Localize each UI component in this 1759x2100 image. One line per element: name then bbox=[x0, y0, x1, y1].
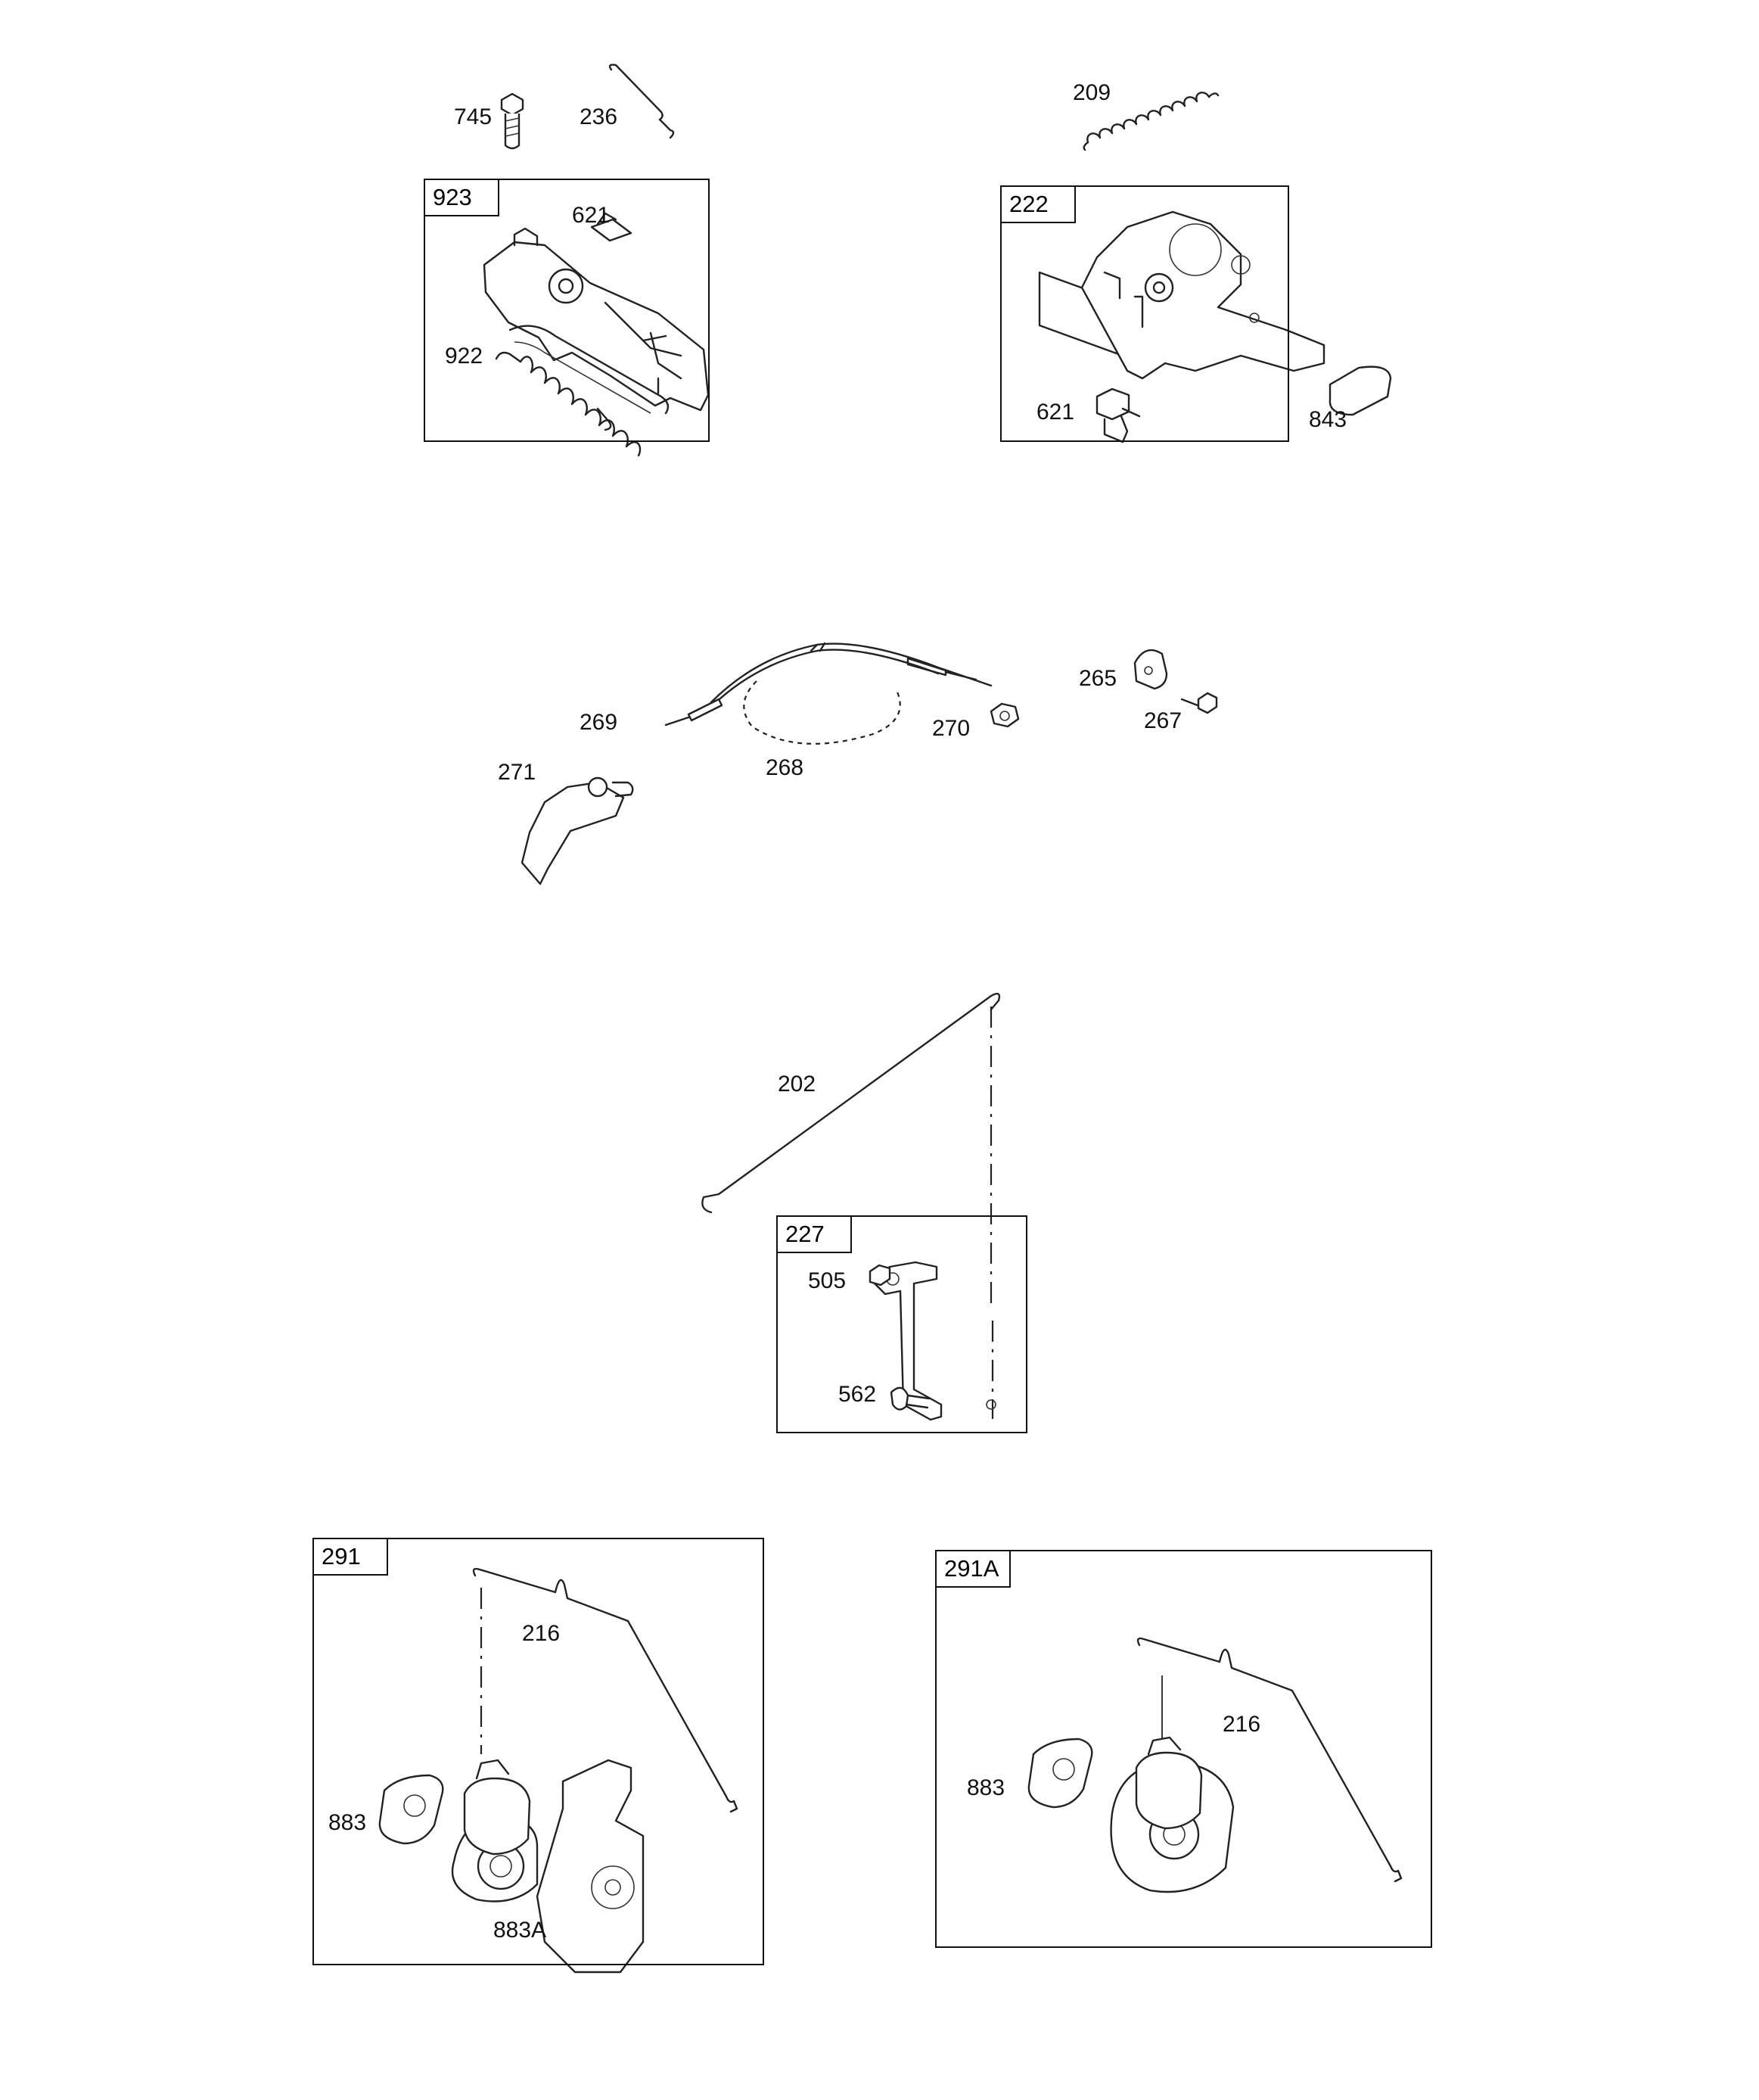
control-bracket-923-drawing bbox=[483, 212, 710, 415]
callout-269: 269 bbox=[580, 710, 618, 735]
callout-267: 267 bbox=[1144, 708, 1183, 733]
nut-270-drawing bbox=[990, 702, 1020, 728]
governor-rod-216b-drawing bbox=[1136, 1637, 1403, 1883]
kit-tag-291: 291 bbox=[312, 1538, 388, 1576]
kit-box-227 bbox=[776, 1215, 1027, 1433]
callout-621-kit923: 621 bbox=[572, 203, 611, 228]
callout-843: 843 bbox=[1309, 407, 1347, 432]
kit-box-923 bbox=[424, 179, 710, 442]
pad-843-drawing bbox=[1329, 366, 1392, 416]
screw-562-drawing bbox=[890, 1386, 931, 1411]
cable-268-drawing bbox=[664, 642, 993, 745]
spring-209-drawing bbox=[1083, 92, 1220, 151]
screw-267-drawing bbox=[1180, 692, 1218, 714]
callout-268: 268 bbox=[766, 755, 804, 780]
callout-621-kit222: 621 bbox=[1036, 400, 1075, 425]
callout-236: 236 bbox=[580, 104, 618, 129]
callout-883-kit291: 883 bbox=[328, 1810, 367, 1835]
governor-rod-216a-drawing bbox=[472, 1567, 738, 1813]
lever-271-drawing bbox=[521, 776, 634, 885]
callout-922: 922 bbox=[445, 344, 483, 369]
bolt-745-drawing bbox=[500, 92, 524, 150]
control-bracket-222-drawing bbox=[1038, 210, 1325, 380]
callout-270: 270 bbox=[932, 716, 971, 741]
link-236-drawing bbox=[608, 64, 675, 139]
callout-505: 505 bbox=[808, 1268, 847, 1293]
callout-216-kit291a: 216 bbox=[1223, 1712, 1261, 1737]
gasket-883b-drawing bbox=[1027, 1738, 1093, 1809]
clip-621b-drawing bbox=[1095, 387, 1141, 443]
carburetor-291a-drawing bbox=[1110, 1736, 1235, 1893]
clamp-265-drawing bbox=[1133, 649, 1168, 690]
callout-883A: 883A bbox=[493, 1918, 547, 1943]
callout-209: 209 bbox=[1073, 80, 1111, 105]
carburetor-291-drawing bbox=[451, 1759, 539, 1902]
nut-505-drawing bbox=[869, 1264, 891, 1286]
spring-922-drawing bbox=[495, 351, 642, 457]
kit-tag-222: 222 bbox=[1000, 185, 1076, 223]
callout-271: 271 bbox=[498, 760, 536, 785]
callout-562: 562 bbox=[838, 1382, 877, 1407]
kit-tag-923: 923 bbox=[424, 179, 499, 216]
plate-883A-drawing bbox=[536, 1759, 645, 1974]
kit-box-291a bbox=[935, 1550, 1432, 1948]
kit-box-222 bbox=[1000, 185, 1289, 442]
callout-745: 745 bbox=[454, 104, 493, 129]
kit-box-291 bbox=[312, 1538, 764, 1965]
callout-202: 202 bbox=[778, 1072, 816, 1097]
rod-202-drawing bbox=[701, 992, 1001, 1419]
callout-216-kit291: 216 bbox=[522, 1621, 561, 1646]
kit-tag-227: 227 bbox=[776, 1215, 852, 1253]
gasket-883a-drawing bbox=[378, 1774, 444, 1845]
kit-tag-291a: 291A bbox=[935, 1550, 1011, 1588]
callout-883-kit291a: 883 bbox=[967, 1775, 1005, 1800]
callout-265: 265 bbox=[1079, 666, 1117, 691]
